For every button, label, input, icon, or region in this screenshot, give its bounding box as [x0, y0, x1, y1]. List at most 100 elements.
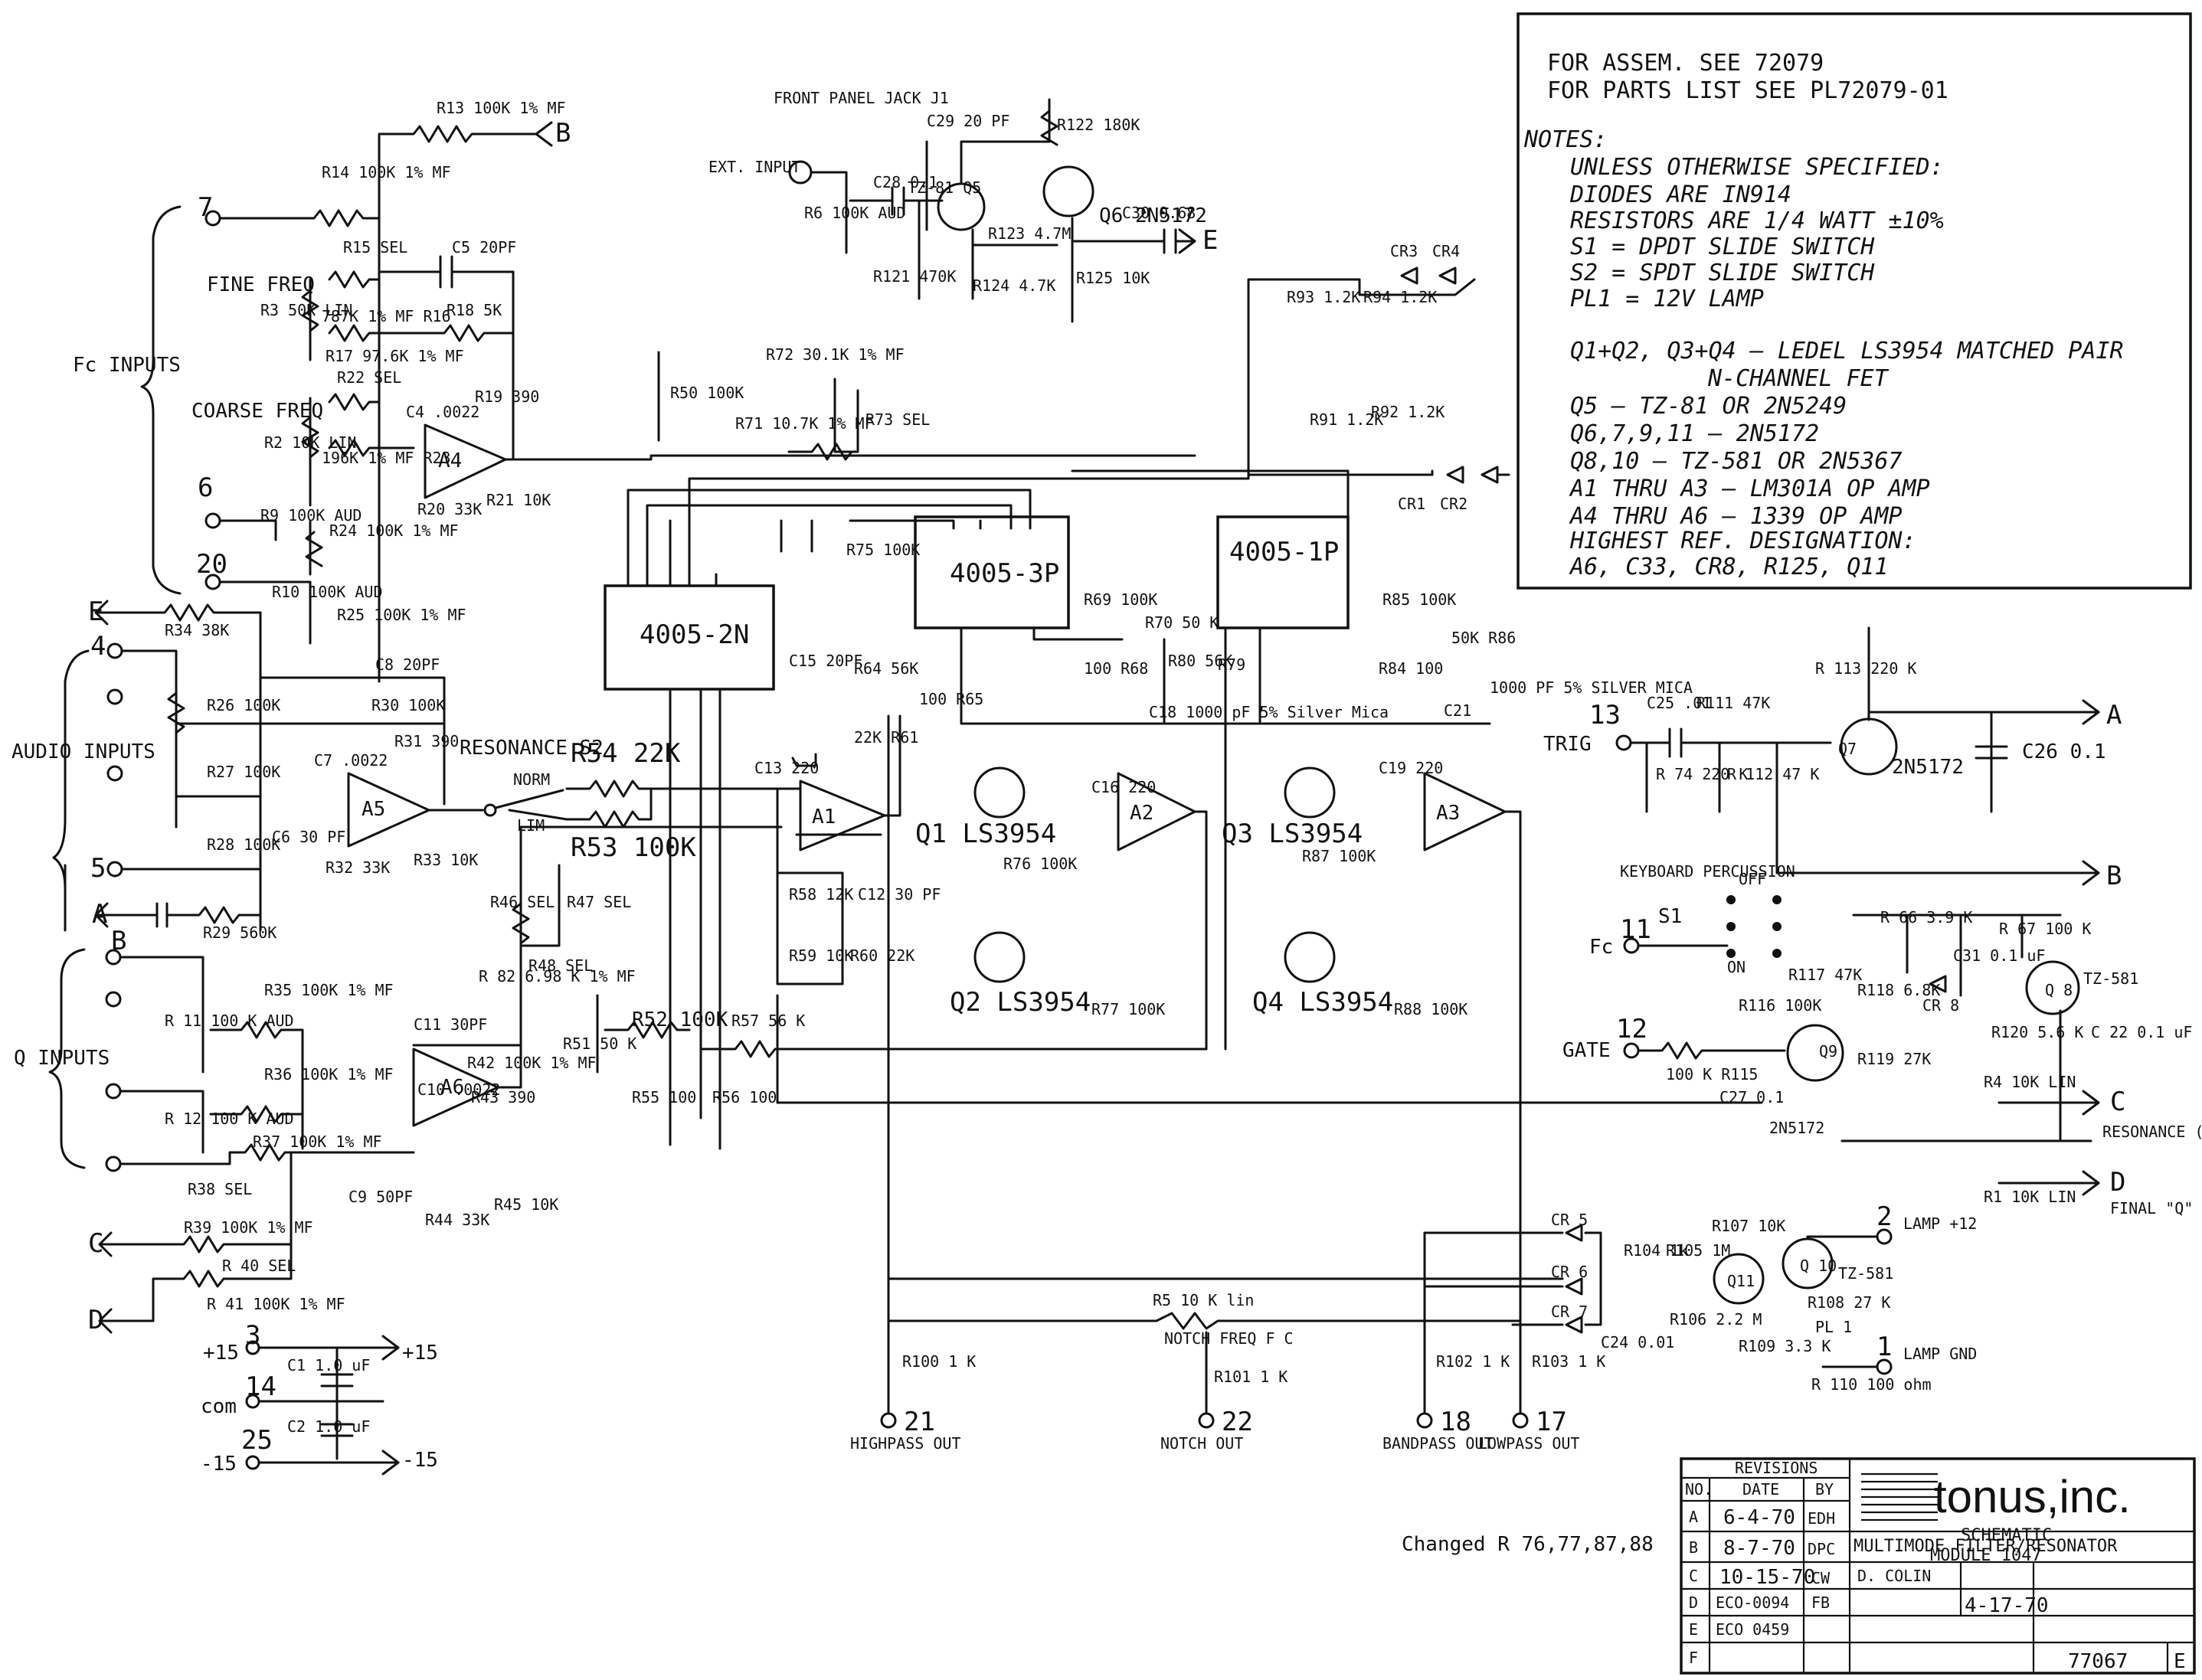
a5-label: A5 — [362, 798, 385, 821]
ext-input-label: EXT. INPUT — [708, 158, 800, 176]
rev-row-date: 10-15-70 — [1719, 1566, 1815, 1589]
lowpass-out-label: LOWPASS OUT — [1478, 1434, 1579, 1453]
r36-label: R36 100K 1% MF — [264, 1065, 394, 1084]
m15-label: -15 — [201, 1453, 237, 1476]
kbd-label: KEYBOARD PERCUSSION — [1620, 862, 1795, 881]
r1-label: R1 10K LIN — [1984, 1188, 2076, 1206]
q-jack — [105, 1083, 122, 1100]
q2-fet — [973, 931, 1026, 983]
audio-inputs-label: AUDIO INPUTS — [11, 740, 155, 763]
on-label: ON — [1727, 958, 1746, 976]
m15-label: -15 — [402, 1449, 438, 1472]
outputs-section: R5 10 K lin NOTCH FREQ F C R100 1 K R101… — [850, 714, 1605, 1453]
c24-label: C24 0.01 — [1601, 1333, 1674, 1352]
keyboard-section: KEYBOARD PERCUSSION S1 OFF ON 11 Fc R 66… — [1562, 862, 2202, 1218]
r50-label: R50 100K — [670, 384, 744, 402]
highpass-out-jack — [880, 1412, 897, 1429]
c7-label: C7 .0022 — [314, 751, 388, 770]
lampgnd-label: LAMP GND — [1903, 1345, 1977, 1363]
bus-d-label: D — [2110, 1167, 2125, 1198]
note-line: DIODES ARE IN914 — [1569, 181, 1791, 208]
note-line: PL1 = 12V LAMP — [1570, 286, 1764, 312]
s1-label: S1 — [1658, 905, 1682, 928]
pin-25 — [245, 1455, 260, 1470]
cr5-label: CR 5 — [1551, 1211, 1588, 1229]
r18-label: R18 5K — [447, 301, 502, 319]
q7-type: 2N5172 — [1892, 756, 1964, 779]
r70-label: R70 50 K — [1145, 613, 1219, 632]
r52-label: R52 100K — [632, 1008, 728, 1031]
r44-label: R44 33K — [425, 1211, 489, 1229]
bus-a-label: A — [2106, 700, 2122, 731]
r15-label: R15 SEL — [343, 238, 407, 257]
q4-fet — [1284, 931, 1336, 983]
q6-transistor — [1042, 165, 1094, 217]
pin-13-label: 13 — [1589, 700, 1621, 731]
r47-label: R47 SEL — [567, 893, 631, 911]
r103-label: R103 1 K — [1532, 1352, 1605, 1371]
pin-label: 1 — [1876, 1332, 1892, 1362]
r106-label: R106 2.2 M — [1670, 1310, 1762, 1329]
r31-label: R31 390 — [394, 732, 459, 750]
q-input-section: Q INPUTS B R 11 100 K AUD R35 100K 1% MF… — [14, 825, 1208, 1476]
cr7-label: CR 7 — [1551, 1302, 1588, 1321]
rev-row-date: ECO-0094 — [1716, 1593, 1789, 1612]
q4-label: Q4 LS3954 — [1252, 987, 1393, 1018]
a4-label: A4 — [438, 449, 462, 472]
r3-label: R3 50K LIN — [260, 301, 352, 319]
company-name: tonus,inc. — [1934, 1471, 2131, 1522]
note-assem: FOR ASSEM. SEE 72079 — [1547, 50, 1824, 77]
ic3-label: 4005-1P — [1229, 537, 1339, 567]
a5-opamp — [347, 772, 430, 848]
rev-row-no: A — [1689, 1508, 1698, 1526]
r109-label: R109 3.3 K — [1739, 1337, 1831, 1355]
rev-row-by: FB — [1811, 1593, 1830, 1612]
r120-label: R120 5.6 K — [1991, 1023, 2083, 1041]
front-panel-label: FRONT PANEL JACK J1 — [774, 89, 949, 107]
r104-label: R104 1k — [1624, 1241, 1688, 1260]
r105-label: R105 1M — [1666, 1241, 1730, 1260]
audio-jack — [106, 765, 123, 782]
note-line: A1 THRU A3 – LM301A OP AMP — [1569, 476, 1930, 502]
r87-label: R87 100K — [1302, 847, 1376, 865]
r93-label: R93 1.2K — [1287, 288, 1360, 306]
r79-label: R79 — [1218, 655, 1245, 674]
title-line-2: MULTIMODE FILTER/RESONATOR — [1854, 1537, 2118, 1556]
note-line: A4 THRU A6 – 1339 OP AMP — [1569, 503, 1902, 530]
note-line: Q8,10 – TZ-581 OR 2N5367 — [1570, 448, 1902, 475]
note-line: RESISTORS ARE 1/4 WATT ±10% — [1570, 208, 1944, 234]
ic-section: R50 100K R72 30.1K 1% MF R73 SEL R71 10.… — [604, 278, 1361, 1150]
r102-label: R102 1 K — [1436, 1352, 1510, 1371]
r110-label: R 110 100 ohm — [1811, 1375, 1932, 1394]
r48-label: R48 SEL — [528, 956, 593, 975]
a2-label: A2 — [1130, 802, 1153, 825]
r57-label: R57 56 K — [731, 1012, 805, 1030]
ic2-label: 4005-3P — [950, 558, 1059, 589]
r65-label: 100 R65 — [919, 690, 983, 708]
q9-transistor — [1786, 1024, 1844, 1082]
bus-c-label: C — [88, 1228, 103, 1259]
coarse-freq-label: COARSE FREQ — [191, 400, 323, 423]
r24-label: R24 100K 1% MF — [329, 521, 459, 540]
r116-label: R116 100K — [1739, 996, 1821, 1015]
notch-out-jack — [1198, 1412, 1215, 1429]
c21-label: C21 — [1444, 701, 1471, 720]
resonance-s2-label: RESONANCE S2 — [460, 737, 604, 760]
rev-row-date: 8-7-70 — [1723, 1537, 1795, 1560]
lamp-driver-section: CR 5 CR 6 CR 7 R104 1k R105 1M R106 2.2 … — [1423, 1201, 1977, 1394]
pl1-label: PL 1 — [1815, 1318, 1852, 1336]
r66-label: R 66 3.9 K — [1880, 908, 1972, 927]
rev-row-date: ECO 0459 — [1716, 1620, 1789, 1639]
gate-jack — [1623, 1042, 1640, 1059]
r40-label: R 40 SEL — [222, 1257, 296, 1275]
r39-label: R39 100K 1% MF — [184, 1218, 313, 1237]
audio-jack — [106, 688, 123, 705]
r41-label: R 41 100K 1% MF — [207, 1295, 345, 1313]
bus-c-label: C — [2110, 1087, 2125, 1117]
r85-label: R85 100K — [1382, 590, 1456, 609]
note-line: S2 = SPDT SLIDE SWITCH — [1570, 260, 1875, 286]
rev-row-by: DPC — [1808, 1540, 1835, 1558]
q10-label: Q 10 — [1800, 1257, 1837, 1275]
r30-label: R30 100K — [371, 696, 445, 714]
